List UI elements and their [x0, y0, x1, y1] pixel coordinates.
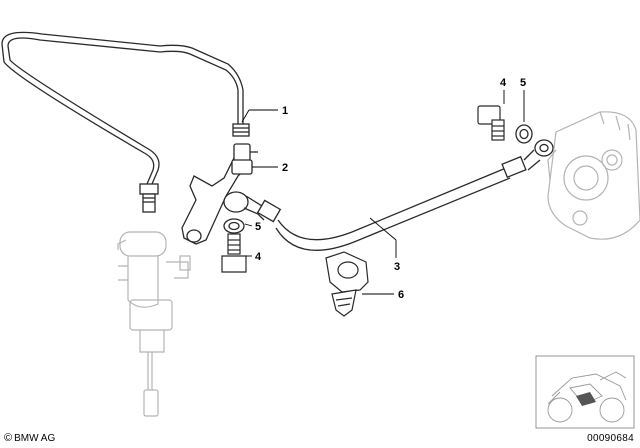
ghost-master-cylinder: [117, 231, 191, 417]
callout-5-right: 5: [520, 77, 526, 89]
callout-4-left: 4: [255, 251, 262, 263]
distribution-bracket: [181, 143, 258, 245]
copyright-symbol: ©: [4, 432, 13, 444]
callout-2: 2: [282, 162, 288, 174]
callout-5-left: 5: [255, 221, 261, 233]
callout-3: 3: [394, 261, 400, 273]
callout-6: 6: [398, 289, 404, 301]
hose-clip: [325, 251, 369, 317]
brake-line-rigid: [1, 31, 250, 213]
diagram-id: 00090684: [587, 433, 634, 444]
sealing-washer-right: [515, 124, 533, 144]
sealing-washer-left: [223, 218, 245, 234]
ghost-brake-caliper: [547, 111, 640, 240]
callout-1: 1: [282, 105, 288, 117]
brake-hose-flexible: [223, 139, 554, 251]
motorcycle-thumbnail: [535, 355, 635, 429]
callout-4-right: 4: [500, 77, 507, 89]
copyright-text: BMW AG: [14, 432, 56, 444]
banjo-bolt-right: [477, 105, 505, 141]
leader-lines: [241, 90, 525, 295]
banjo-bolt-left: [221, 233, 247, 273]
copyright-notice: © BMW AG: [4, 432, 55, 444]
